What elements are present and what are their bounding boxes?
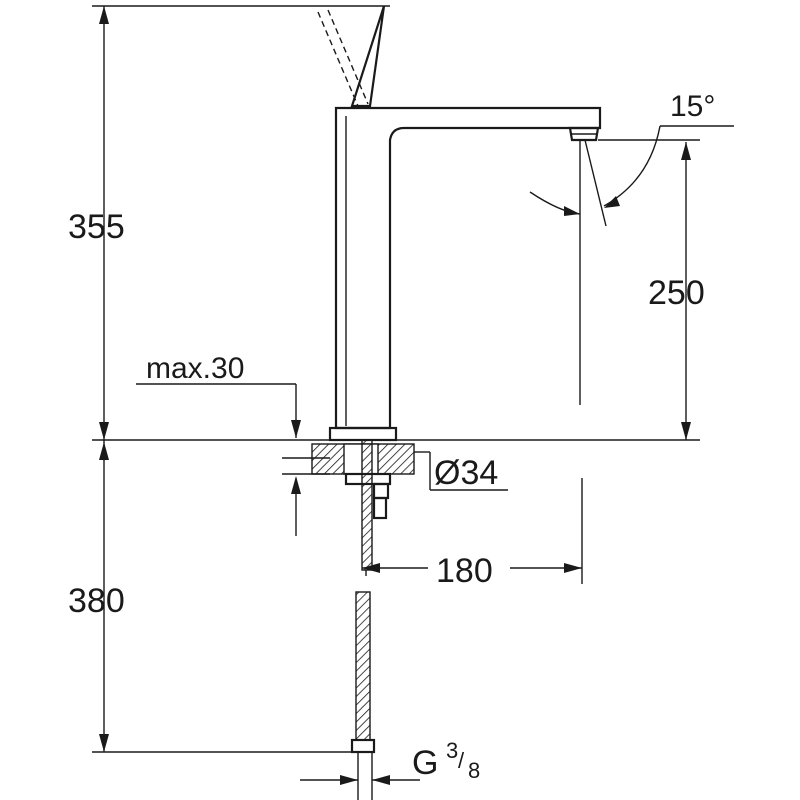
spout-reach-dimension [362, 478, 583, 584]
dimension-250: 250 [648, 274, 705, 312]
spray-angle [529, 125, 734, 405]
connection-thread-slash: / [458, 748, 465, 773]
connection-thread-numerator: 3 [446, 738, 458, 763]
dimension-355: 355 [68, 208, 125, 246]
connection-dimension [300, 752, 420, 800]
spout-height-dimension [681, 142, 691, 440]
connection-thread-label: G [412, 744, 438, 782]
dimension-180: 180 [436, 552, 493, 590]
dimension-380: 380 [68, 582, 125, 620]
max-thickness-leader [136, 383, 330, 536]
dimension-max-30: max.30 [146, 352, 244, 385]
supply-hose [350, 591, 376, 754]
dimension-15-degrees: 15° [670, 90, 715, 123]
connection-thread-denominator: 8 [468, 758, 480, 783]
lever-handle [317, 5, 386, 108]
dimension-diameter-34: Ø34 [434, 454, 498, 492]
hole-diameter-leader [414, 451, 508, 491]
mounting-assembly [311, 426, 415, 576]
faucet-body [334, 106, 602, 430]
left-dimension [92, 5, 390, 753]
